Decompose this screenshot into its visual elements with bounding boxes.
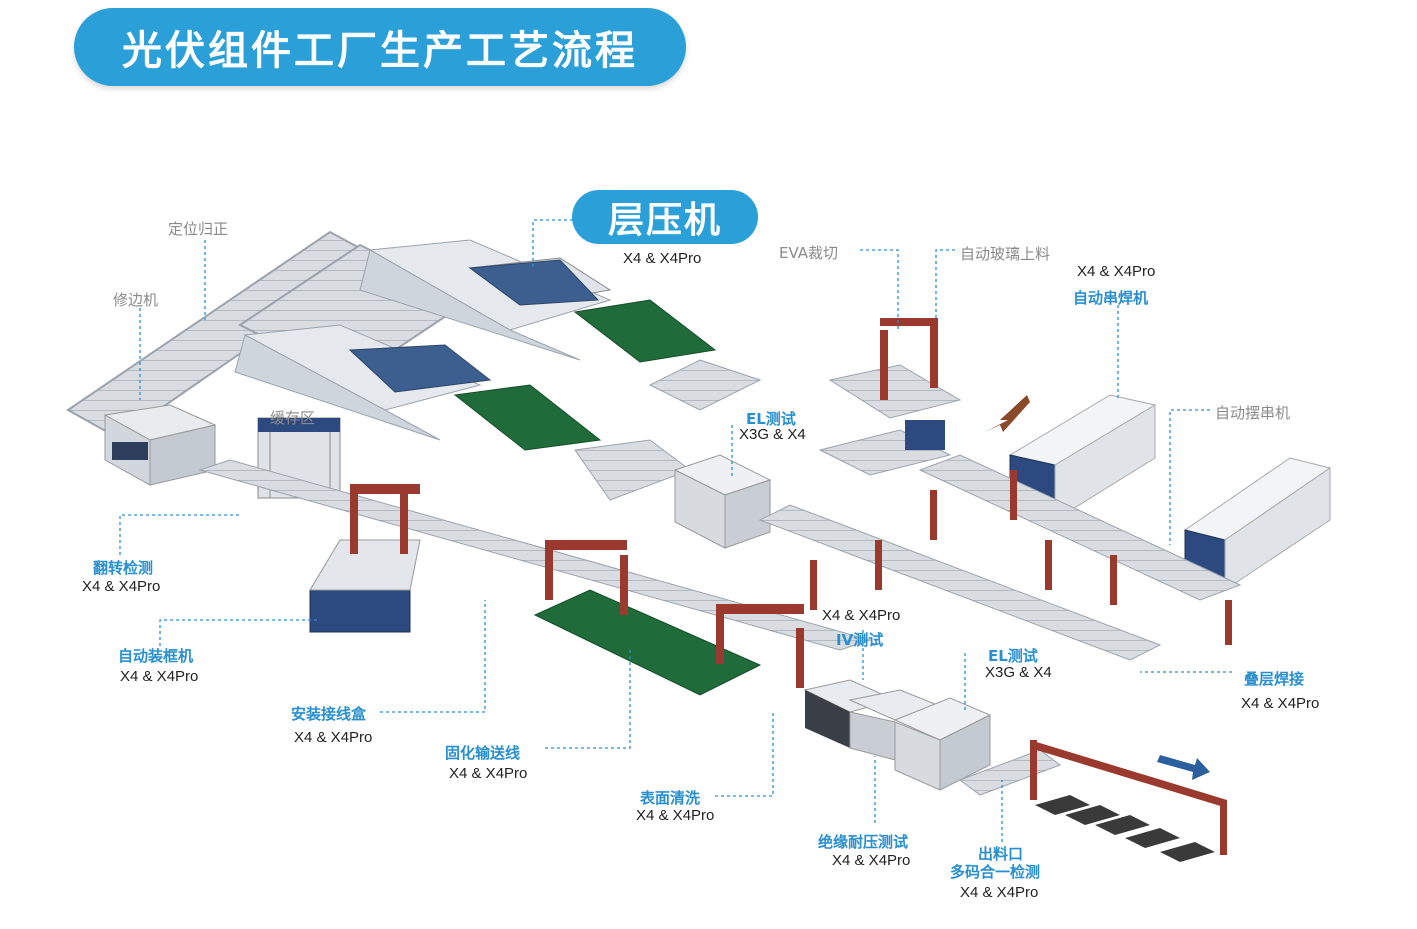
label-auto-framing: 自动装框机 — [118, 647, 194, 665]
label-iv-test: IV测试 — [836, 631, 884, 649]
label-iv-test-model: X4 & X4Pro — [822, 607, 901, 624]
label-surface-clean: 表面清洗 — [640, 789, 701, 807]
label-glass-loading: 自动玻璃上料 — [960, 245, 1051, 263]
label-surface-clean-model: X4 & X4Pro — [636, 807, 715, 824]
label-auto-framing-model: X4 & X4Pro — [120, 668, 199, 685]
laminator-badge: 层压机 — [572, 190, 758, 244]
framing-machine — [309, 484, 421, 633]
leader-lines — [119, 219, 1232, 842]
flow-arrow-blue — [1157, 755, 1210, 780]
label-el-test-bottom: EL测试 — [988, 647, 1038, 665]
curing-gantry-1 — [545, 540, 628, 615]
label-eva-cutting: EVA裁切 — [779, 244, 839, 262]
label-el-test-bottom-model: X3G & X4 — [985, 664, 1052, 681]
label-junction-box: 安装接线盒 — [291, 705, 367, 723]
label-outlet-model: X4 & X4Pro — [960, 884, 1039, 901]
laminator-upper — [359, 239, 762, 411]
outlet-gantry — [1030, 740, 1227, 855]
label-stack-weld-model: X4 & X4Pro — [1241, 695, 1320, 712]
label-stringer-model: X4 & X4Pro — [1077, 263, 1156, 280]
el-test-machine-upper — [673, 454, 772, 549]
label-stack-weld: 叠层焊接 — [1244, 670, 1305, 688]
label-stringer: 自动串焊机 — [1073, 289, 1149, 307]
test-machines-lower — [803, 679, 992, 791]
label-insulation-test-model: X4 & X4Pro — [832, 852, 911, 869]
label-positioning: 定位归正 — [168, 220, 229, 238]
laminator-model: X4 & X4Pro — [623, 250, 702, 267]
curing-belt — [533, 589, 762, 696]
right-gantries — [810, 470, 1232, 645]
finished-panels — [1035, 795, 1215, 862]
label-el-test-top: EL测试 — [746, 410, 796, 428]
label-edge-trimmer: 修边机 — [113, 291, 159, 309]
curing-gantry-2 — [716, 604, 804, 688]
label-el-test-top-model: X3G & X4 — [739, 426, 806, 443]
label-flip-inspect-model: X4 & X4Pro — [82, 578, 161, 595]
label-curing-line-model: X4 & X4Pro — [449, 765, 528, 782]
label-junction-box-model: X4 & X4Pro — [294, 729, 373, 746]
page-title: 光伏组件工厂生产工艺流程 — [122, 28, 638, 74]
edge-trimmer-machine — [103, 404, 217, 486]
label-buffer: 缓存区 — [270, 409, 316, 427]
label-layup: 自动摆串机 — [1215, 404, 1291, 422]
laminator-lower — [234, 324, 692, 501]
label-flip-inspect: 翻转检测 — [93, 559, 154, 577]
glass-loading-station — [818, 318, 962, 476]
laminator-label: 层压机 — [607, 200, 722, 241]
label-multi-code-inspect: 多码合一检测 — [950, 863, 1041, 881]
flow-arrow-brown — [985, 395, 1030, 432]
label-curing-line: 固化输送线 — [445, 744, 521, 762]
title-banner: 光伏组件工厂生产工艺流程 — [74, 8, 686, 86]
label-insulation-test: 绝缘耐压测试 — [818, 833, 909, 851]
label-outlet: 出料口 — [978, 845, 1024, 863]
